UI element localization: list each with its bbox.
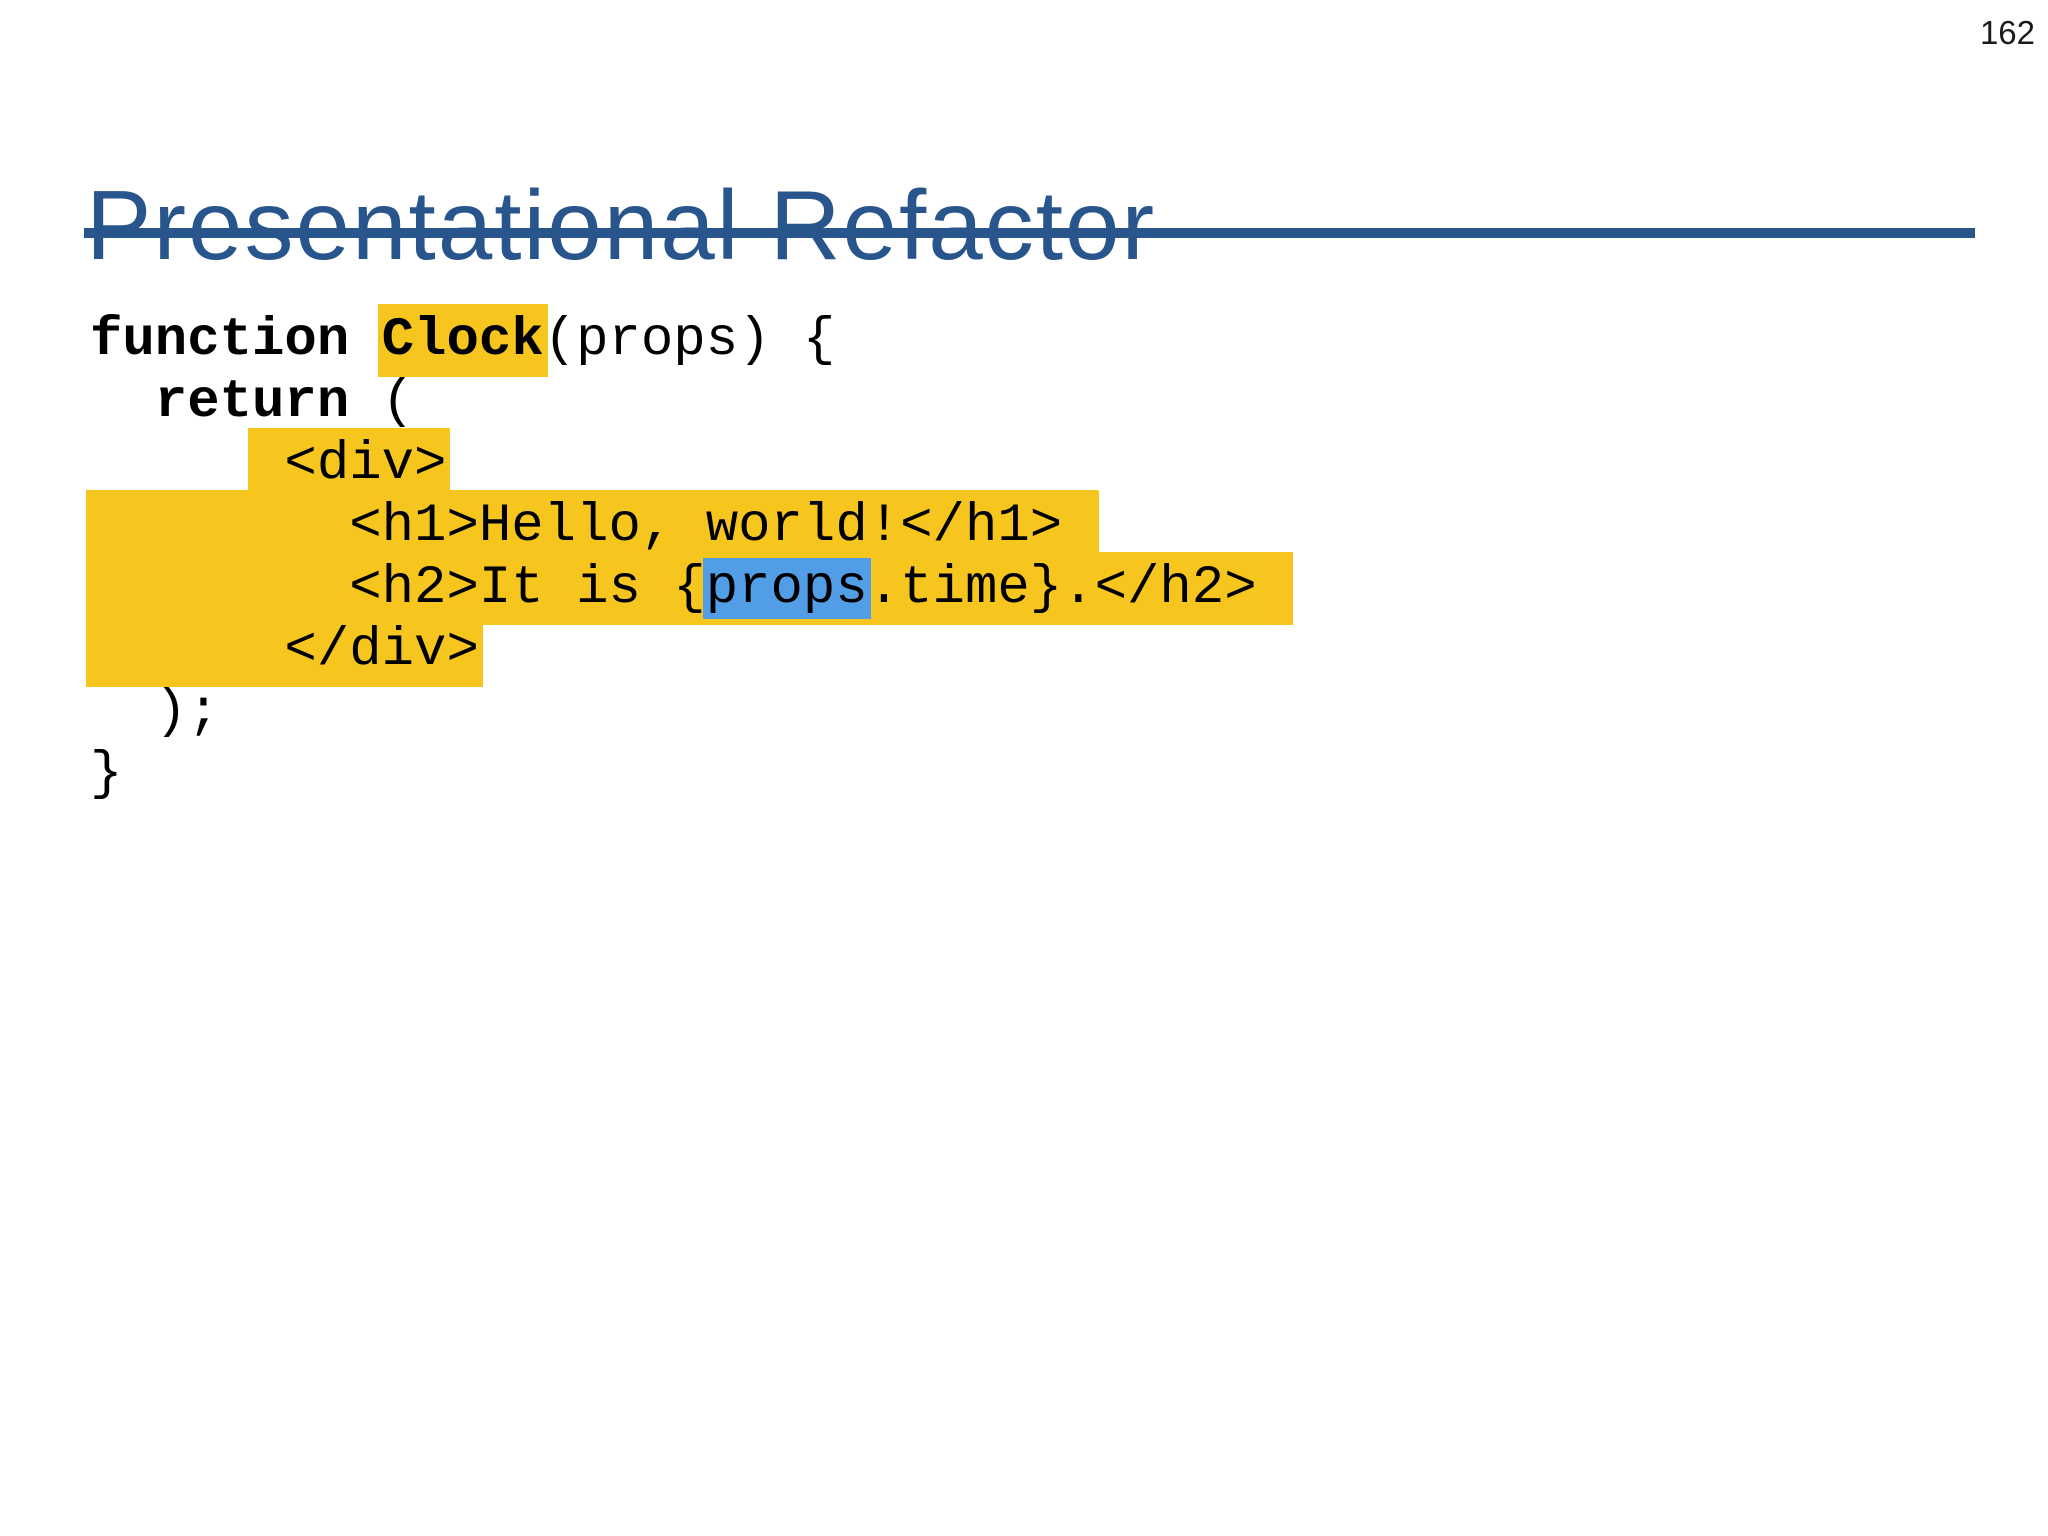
- token-h2-line-highlighted: <h2>It is {props.time}.</h2>: [86, 552, 1294, 625]
- code-block: function Clock(props) { return ( <div> <…: [86, 304, 1294, 806]
- code-line: <div>: [90, 428, 1289, 501]
- keyword-function: function: [90, 310, 382, 371]
- token-div-close-highlighted: </div>: [86, 614, 483, 687]
- token-clock-highlighted: Clock: [377, 304, 548, 377]
- page-number: 162: [1979, 14, 2035, 51]
- code-text: );: [90, 682, 220, 743]
- code-line: }: [90, 744, 1289, 806]
- keyword-return: return: [154, 372, 350, 433]
- code-text: }: [90, 744, 123, 805]
- code-text: (props) {: [543, 310, 836, 371]
- code-text: (: [349, 372, 415, 433]
- code-line: <h1>Hello, world!</h1>: [86, 490, 1289, 563]
- code-line: function Clock(props) {: [90, 304, 1289, 377]
- code-line: );: [90, 682, 1289, 744]
- token-div-open-highlighted: <div>: [248, 428, 451, 501]
- code-text: <h2>It is {: [90, 558, 706, 619]
- code-text: .time}.</h2>: [867, 558, 1290, 619]
- code-line: return (: [90, 372, 1289, 434]
- code-indent: [90, 434, 252, 495]
- title-underline: [84, 228, 1975, 238]
- token-h1-line-highlighted: <h1>Hello, world!</h1>: [86, 490, 1099, 563]
- code-line: <h2>It is {props.time}.</h2>: [86, 552, 1294, 625]
- code-indent: [90, 372, 155, 433]
- code-line: </div>: [86, 614, 1289, 687]
- token-props-highlighted: props: [702, 558, 871, 619]
- page-title: Presentational Refactor: [86, 169, 1157, 280]
